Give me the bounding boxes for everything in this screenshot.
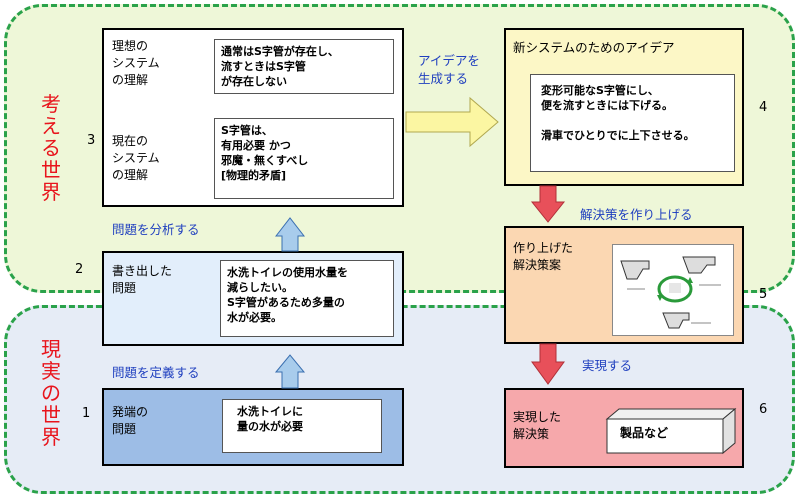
step-6-title: 実現した 解決策 bbox=[513, 410, 562, 441]
step-1-content: 水洗トイレに 量の水が必要 bbox=[222, 399, 382, 453]
step-5-number: 5 bbox=[759, 287, 768, 302]
step-5-title: 作り上げた 解決策案 bbox=[513, 241, 574, 272]
arrow-realize bbox=[531, 343, 565, 385]
step-4-title: 新システムのためのアイデア bbox=[513, 40, 675, 55]
step-1-number: 1 bbox=[82, 406, 91, 421]
toilet-diagram-icon bbox=[620, 256, 721, 329]
current-system-content: S字管は、 有用必要 かつ 邪魔・無くすべし [物理的矛盾] bbox=[214, 118, 394, 199]
ideal-system-title: 理想の システム の理解 bbox=[112, 39, 160, 87]
solution-image bbox=[612, 244, 734, 336]
arrow-analyze bbox=[274, 217, 306, 252]
step-2-number: 2 bbox=[75, 262, 84, 277]
step-4-number: 4 bbox=[759, 100, 768, 115]
step-2-title: 書き出した 問題 bbox=[112, 264, 173, 295]
step-4-content: 変形可能なS字管にし、 便を流すときには下げる。 滑車でひとりでに上下させる。 bbox=[530, 74, 735, 172]
arrow-define-label: 問題を定義する bbox=[112, 365, 200, 380]
step-1-title: 発端の 問題 bbox=[112, 405, 149, 436]
arrow-define bbox=[274, 354, 306, 389]
product-cube bbox=[605, 407, 737, 455]
arrow-analyze-label: 問題を分析する bbox=[112, 222, 200, 237]
step-6-number: 6 bbox=[759, 402, 768, 417]
arrow-build-label: 解決策を作り上げる bbox=[580, 207, 693, 222]
thinking-world-label: 考 え る 世 界 bbox=[41, 92, 61, 204]
arrow-build bbox=[530, 185, 566, 223]
ideal-system-content: 通常はS字管が存在し、 流すときはS字管 が存在しない bbox=[214, 39, 394, 94]
product-label: 製品など bbox=[620, 426, 669, 440]
step-3-number: 3 bbox=[87, 133, 96, 148]
step-2-content: 水洗トイレの使用水量を 減らしたい。 S字管があるため多量の 水が必要。 bbox=[220, 260, 394, 337]
real-world-label: 現 実 の 世 界 bbox=[41, 337, 61, 449]
arrow-generate bbox=[405, 96, 499, 148]
current-system-title: 現在の システム の理解 bbox=[112, 134, 160, 182]
arrow-realize-label: 実現する bbox=[582, 358, 633, 373]
arrow-generate-label: アイデアを 生成する bbox=[418, 53, 480, 86]
